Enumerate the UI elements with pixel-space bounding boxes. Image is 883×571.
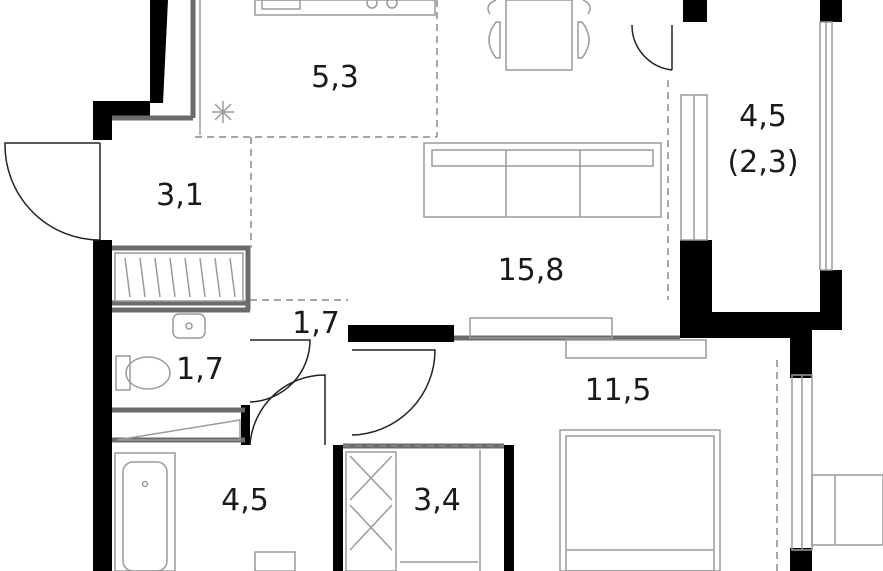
wall-balcony-top-left — [683, 0, 707, 22]
wall-bedroom-right-lower — [790, 548, 812, 571]
bed — [559, 429, 721, 571]
bedroom-furniture — [559, 339, 721, 571]
wall-bedroom-right-upper — [790, 338, 812, 378]
room-area-kitchen: 5,3 — [311, 60, 359, 95]
exterior-walls — [93, 0, 842, 571]
room-area-wardrobe: 3,4 — [413, 483, 461, 518]
washing-machine — [254, 551, 296, 571]
wall-wardrobe-right — [504, 445, 514, 571]
wall-wardrobe-left — [333, 445, 343, 571]
bathtub — [114, 452, 176, 571]
wall-entry-upper — [93, 101, 150, 140]
room-area-hall: 3,1 — [156, 178, 204, 213]
room-area-wc: 1,7 — [176, 352, 224, 387]
room-area-corridor: 1,7 — [292, 306, 340, 341]
hall-wardrobe — [114, 252, 244, 302]
kitchen-furniture — [199, 0, 591, 135]
wall-balcony-top-right — [820, 0, 842, 22]
dining-table — [505, 0, 573, 71]
room-area-balcony-reduced: (2,3) — [727, 145, 798, 180]
room-labels: 5,3 3,1 15,8 4,5 (2,3) 1,7 1,7 11,5 4,5 … — [156, 60, 798, 518]
bedroom-tv — [565, 339, 707, 359]
room-area-bedroom: 11,5 — [585, 373, 652, 408]
zone-lines — [195, 0, 778, 571]
room-area-balcony: 4,5 — [739, 99, 787, 134]
wall-wc-partition — [241, 405, 250, 445]
ac-unit — [811, 474, 883, 546]
wall-west — [93, 240, 112, 571]
bathroom-fixtures — [114, 452, 296, 571]
wc-fixtures — [115, 313, 241, 441]
wall-top-left-column — [150, 0, 168, 103]
wc-sink — [172, 313, 206, 339]
toilet-tank — [115, 355, 131, 391]
wall-central-pier — [680, 240, 842, 375]
living-furniture — [423, 142, 662, 339]
toilet-bowl — [125, 356, 171, 390]
sofa — [423, 142, 662, 218]
doors — [4, 24, 673, 446]
ventilation-icon — [212, 101, 234, 123]
closet-shelves — [345, 450, 481, 571]
wall-corridor-header — [348, 325, 454, 342]
room-area-living: 15,8 — [498, 253, 565, 288]
windows — [680, 21, 883, 551]
tv-stand — [469, 317, 613, 339]
room-area-bathroom: 4,5 — [221, 483, 269, 518]
